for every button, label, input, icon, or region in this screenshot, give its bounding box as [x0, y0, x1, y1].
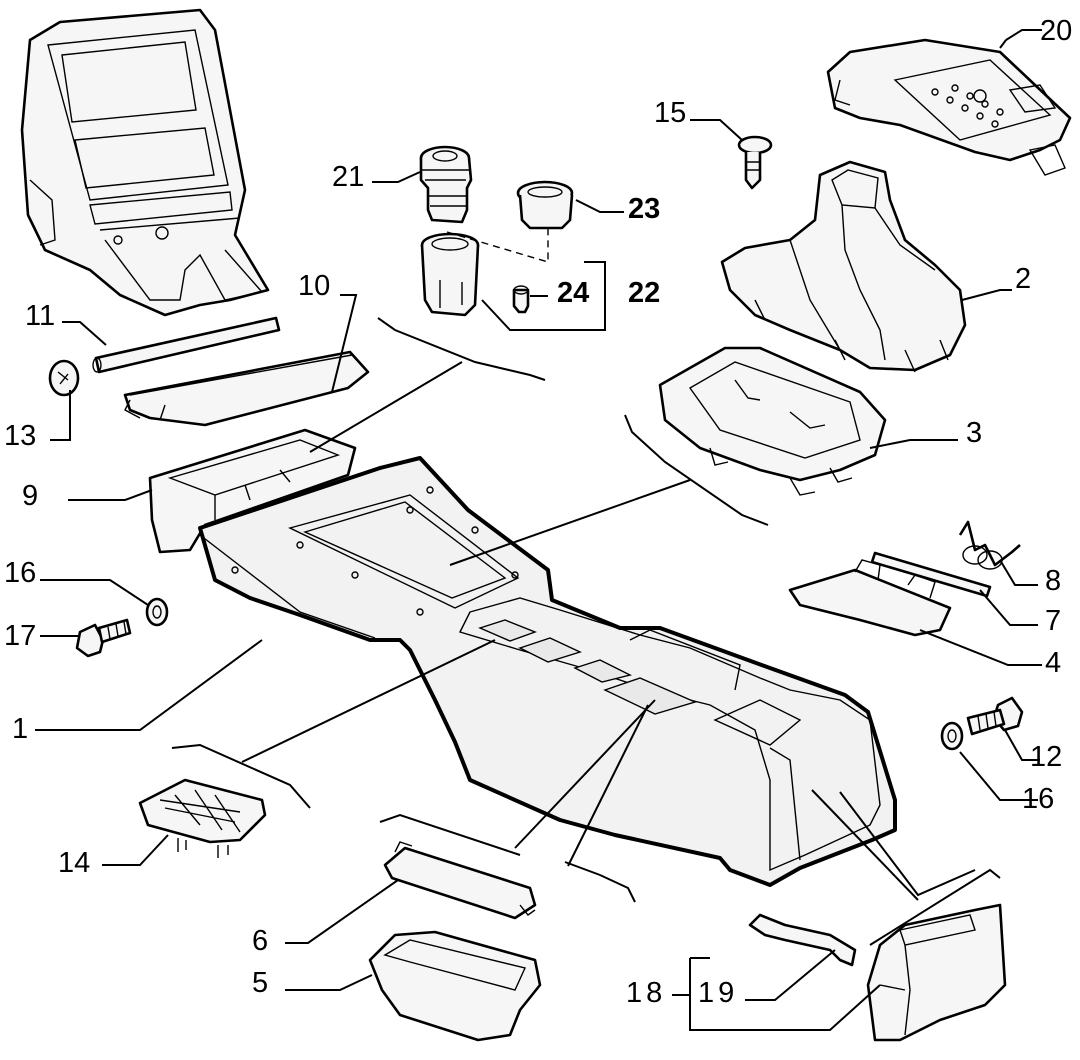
part-12-bolt-right [966, 696, 1024, 736]
part-11-rod [92, 316, 281, 374]
switch-buttons [931, 84, 1004, 128]
part-5-tray [368, 930, 542, 1042]
callout-17: 17 [4, 620, 36, 652]
callout-13: 13 [4, 420, 36, 452]
leader-lines [35, 29, 1042, 1031]
callout-6: 6 [252, 925, 268, 957]
part-14-ashtray [138, 778, 267, 858]
callout-16-top: 16 [4, 557, 36, 589]
part-7-pin [870, 551, 992, 598]
part-17-bolt-left [75, 618, 132, 658]
callout-23: 23 [628, 193, 660, 225]
callout-11: 11 [25, 300, 55, 332]
callout-15: 15 [654, 97, 686, 129]
callout-5: 5 [252, 967, 268, 999]
callout-labels: 20 15 21 23 24 22 2 10 11 13 3 9 8 16 17… [4, 15, 1072, 1009]
part-8-spring [958, 520, 1021, 570]
part-2-gear-boot [720, 160, 967, 373]
callout-1: 1 [12, 713, 28, 745]
callout-16-bottom: 16 [1022, 783, 1054, 815]
callout-20: 20 [1040, 15, 1072, 47]
part-22-lighter-socket [420, 232, 480, 317]
callout-7: 7 [1045, 605, 1061, 637]
callout-10: 10 [298, 270, 330, 302]
callout-18: 18 [626, 977, 666, 1009]
part-6-tray-cover [383, 841, 537, 920]
callout-3: 3 [966, 417, 982, 449]
part-1-center-console [198, 456, 897, 887]
part-20-switch-panel [826, 38, 1072, 176]
part-21-lighter [419, 145, 473, 224]
part-18-rear-bracket [866, 903, 1007, 1042]
part-23-cap [516, 180, 574, 230]
callout-8: 8 [1045, 565, 1061, 597]
part-19-clip [748, 913, 857, 967]
callout-24: 24 [557, 277, 589, 309]
dashboard-housing [20, 8, 270, 317]
part-13-washer [48, 359, 80, 397]
callout-19: 19 [698, 977, 738, 1009]
part-16-washer-left [145, 597, 169, 627]
callout-12: 12 [1030, 741, 1062, 773]
part-16-washer-right [940, 721, 964, 751]
part-3-boot-frame [658, 346, 887, 496]
part-24-bulb [512, 285, 530, 314]
callout-4: 4 [1045, 647, 1061, 679]
callout-2: 2 [1015, 263, 1031, 295]
callout-9: 9 [22, 480, 38, 512]
part-15-clip [737, 135, 773, 190]
callout-14: 14 [58, 847, 90, 879]
callout-21: 21 [332, 161, 364, 193]
callout-22: 22 [628, 277, 660, 309]
part-10-lid [123, 350, 370, 427]
